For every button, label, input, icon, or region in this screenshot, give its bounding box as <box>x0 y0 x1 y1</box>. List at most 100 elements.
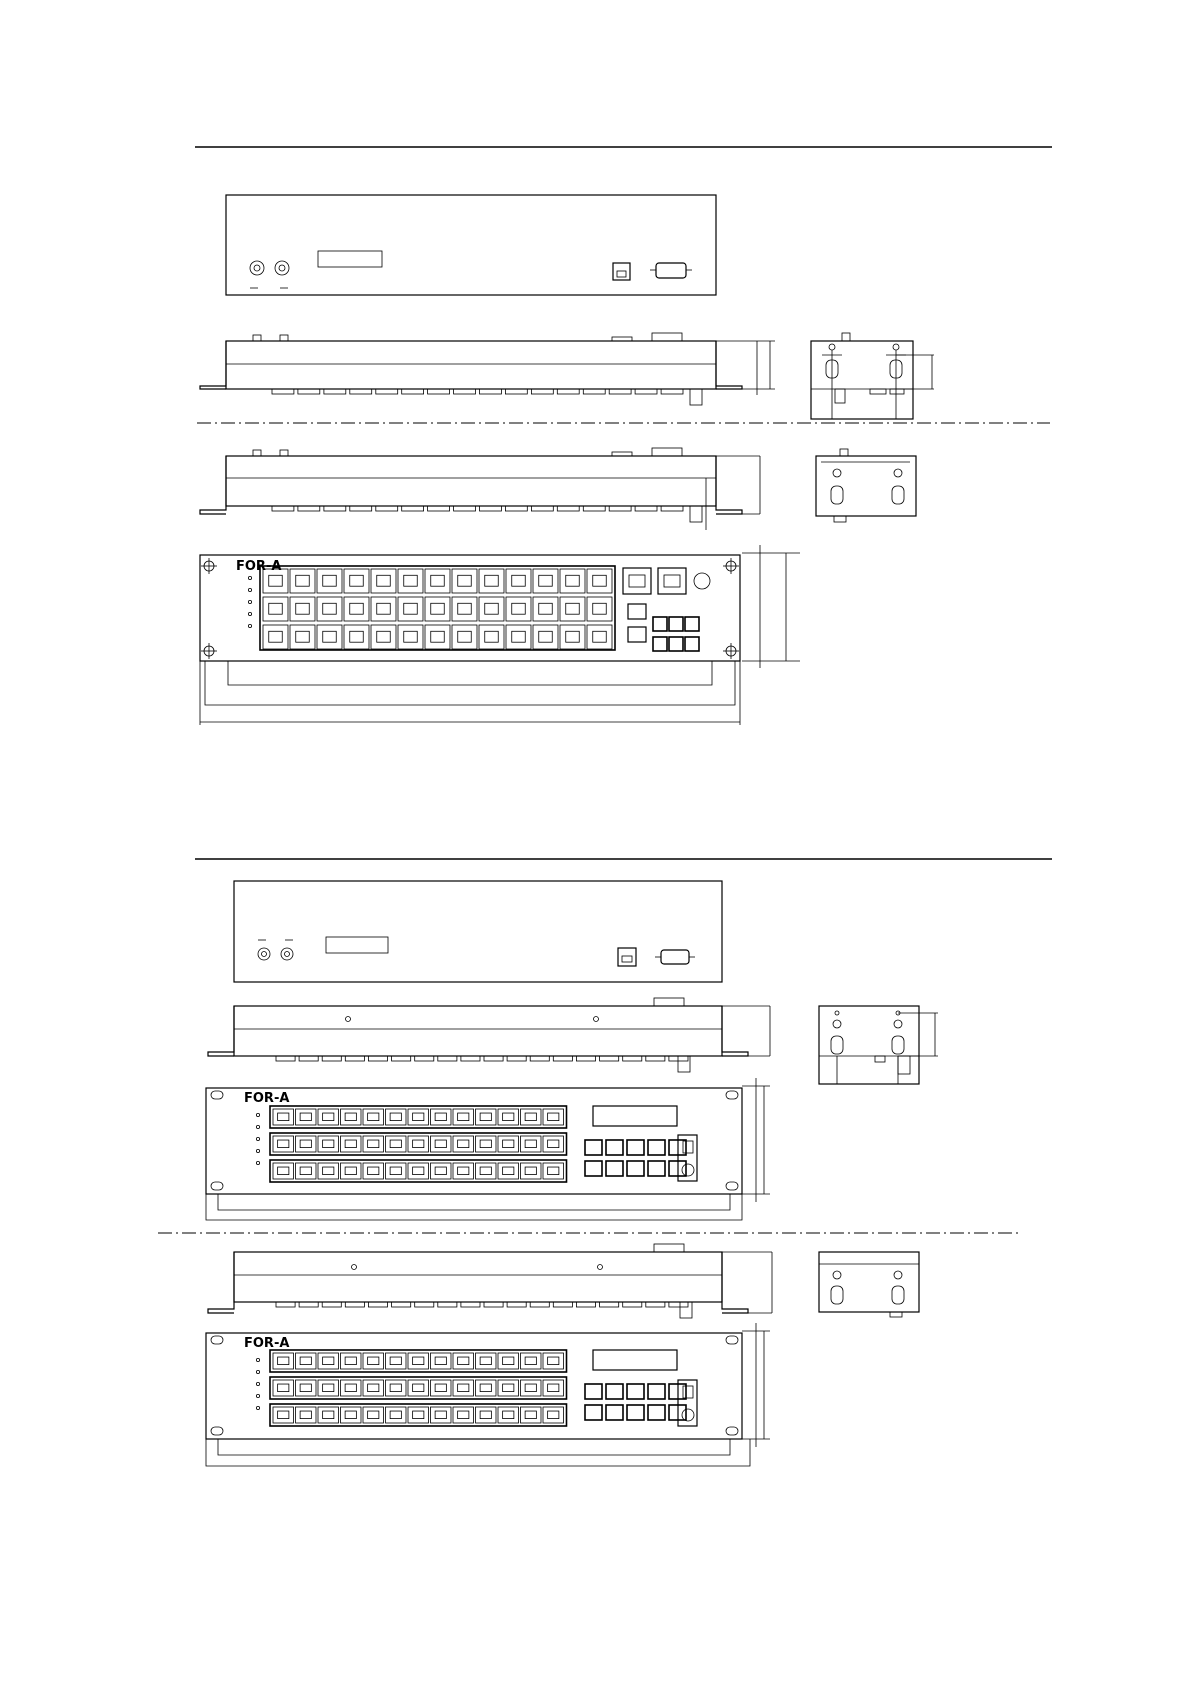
button-window <box>390 1167 401 1175</box>
crosspoint-button <box>453 1407 474 1423</box>
status-led <box>256 1137 259 1140</box>
function-key <box>685 617 699 631</box>
button-window <box>404 603 418 614</box>
button-window <box>323 1384 334 1392</box>
button-window <box>512 631 526 642</box>
crosspoint-button <box>318 1407 339 1423</box>
crosspoint-button <box>318 1353 339 1369</box>
key-cap <box>531 506 553 511</box>
crosspoint-button <box>587 597 612 621</box>
front-panel-1: FOR-A <box>200 545 800 725</box>
button-window <box>345 1167 356 1175</box>
crosspoint-button <box>521 1163 542 1179</box>
key-cap <box>557 389 579 394</box>
crosspoint-button <box>408 1136 429 1152</box>
button-window <box>390 1113 401 1121</box>
button-window <box>503 1357 514 1365</box>
crosspoint-button <box>543 1163 564 1179</box>
brand-logo: FOR-A <box>244 1336 289 1351</box>
function-key <box>585 1384 602 1399</box>
key-cap <box>669 1056 688 1061</box>
function-key <box>627 1161 644 1176</box>
key-cap <box>376 506 398 511</box>
crosspoint-button <box>476 1380 497 1396</box>
key-cap <box>623 1056 642 1061</box>
button-window <box>458 631 472 642</box>
function-key <box>627 1384 644 1399</box>
crosspoint-button <box>506 625 531 649</box>
crosspoint-button <box>560 569 585 593</box>
front-panel-2: FOR-A <box>206 1078 770 1220</box>
button-window <box>413 1140 424 1148</box>
crosspoint-button <box>371 597 396 621</box>
key-cap <box>553 1056 572 1061</box>
crosspoint-button <box>498 1109 519 1125</box>
button-window <box>431 603 445 614</box>
crosspoint-button <box>341 1109 362 1125</box>
key-cap <box>428 389 450 394</box>
button-window <box>566 631 580 642</box>
button-window <box>458 1384 469 1392</box>
button-window <box>269 575 283 586</box>
crosspoint-button <box>318 1136 339 1152</box>
button-window <box>435 1357 446 1365</box>
key-cap <box>324 389 346 394</box>
key-cap <box>276 1302 295 1307</box>
key-cap <box>531 389 553 394</box>
crosspoint-button <box>476 1163 497 1179</box>
key-cap <box>609 506 631 511</box>
key-cap <box>368 1302 387 1307</box>
crosspoint-button <box>317 597 342 621</box>
side-view-1 <box>200 333 775 405</box>
crosspoint-button <box>386 1407 407 1423</box>
crosspoint-button <box>408 1109 429 1125</box>
crosspoint-button <box>521 1407 542 1423</box>
button-window <box>525 1357 536 1365</box>
button-window <box>593 631 607 642</box>
crosspoint-button <box>479 625 504 649</box>
mounting-slot <box>211 1336 223 1344</box>
rear-view-2 <box>234 881 722 982</box>
button-window <box>300 1140 311 1148</box>
button-window <box>480 1140 491 1148</box>
crosspoint-button <box>506 569 531 593</box>
status-led <box>256 1149 259 1152</box>
button-window <box>413 1167 424 1175</box>
key-cap <box>480 506 502 511</box>
function-key <box>627 1140 644 1155</box>
button-window <box>368 1167 379 1175</box>
key-cap <box>484 1056 503 1061</box>
crosspoint-button <box>543 1407 564 1423</box>
key-cap <box>322 1302 341 1307</box>
crosspoint-button <box>431 1163 452 1179</box>
key-cap <box>402 506 424 511</box>
crosspoint-button <box>498 1136 519 1152</box>
key-cap <box>600 1056 619 1061</box>
crosspoint-button <box>560 625 585 649</box>
button-window <box>566 575 580 586</box>
button-window <box>368 1411 379 1419</box>
status-led <box>248 600 251 603</box>
function-key <box>606 1161 623 1176</box>
crosspoint-button <box>371 625 396 649</box>
key-cap <box>272 506 294 511</box>
crosspoint-button <box>344 597 369 621</box>
crosspoint-button <box>290 569 315 593</box>
button-window <box>377 603 391 614</box>
crosspoint-button <box>273 1407 294 1423</box>
button-window <box>368 1113 379 1121</box>
crosspoint-button <box>386 1163 407 1179</box>
function-key <box>606 1140 623 1155</box>
crosspoint-button <box>560 597 585 621</box>
key-cap <box>661 389 683 394</box>
button-window <box>300 1357 311 1365</box>
button-window <box>548 1113 559 1121</box>
button-window <box>368 1384 379 1392</box>
key-cap <box>428 506 450 511</box>
crosspoint-button <box>453 1353 474 1369</box>
button-window <box>323 1140 334 1148</box>
key-cap <box>623 1302 642 1307</box>
crosspoint-button <box>425 597 450 621</box>
key-cap <box>505 389 527 394</box>
